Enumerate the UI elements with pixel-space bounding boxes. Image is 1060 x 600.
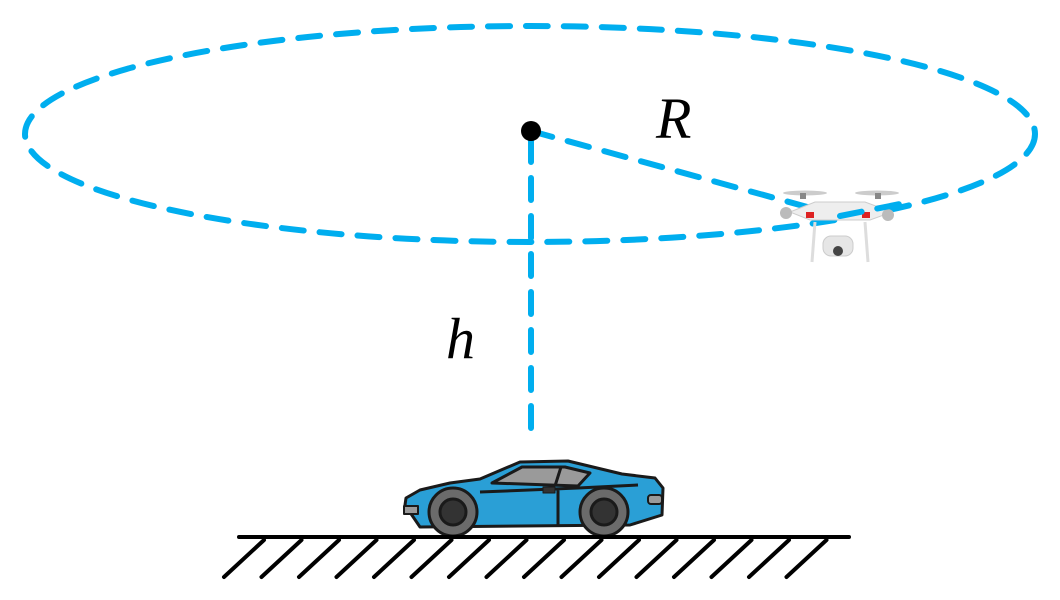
ground-hatch	[259, 538, 304, 579]
ground-hatch	[222, 538, 266, 579]
ground-hatch	[484, 538, 529, 579]
radius-label: R	[656, 86, 692, 151]
ground-hatch	[709, 538, 754, 579]
ground-hatch	[747, 538, 791, 579]
ground	[222, 535, 851, 579]
ground-hatch	[559, 538, 604, 579]
ground-hatch	[372, 538, 416, 579]
drone-icon	[780, 190, 899, 263]
radius-line	[528, 128, 843, 219]
ground-hatch	[784, 538, 829, 579]
ground-hatch	[447, 538, 491, 579]
center-point	[521, 121, 541, 141]
ground-hatch	[522, 538, 566, 579]
ground-hatch	[409, 538, 454, 579]
ground-hatch	[597, 538, 641, 579]
ground-hatch	[634, 538, 679, 579]
car-icon	[403, 459, 665, 538]
ground-hatch	[297, 538, 341, 579]
ground-hatch	[334, 538, 379, 579]
ground-hatch	[672, 538, 716, 579]
height-label: h	[446, 306, 475, 371]
circular-trajectory	[22, 23, 1038, 245]
